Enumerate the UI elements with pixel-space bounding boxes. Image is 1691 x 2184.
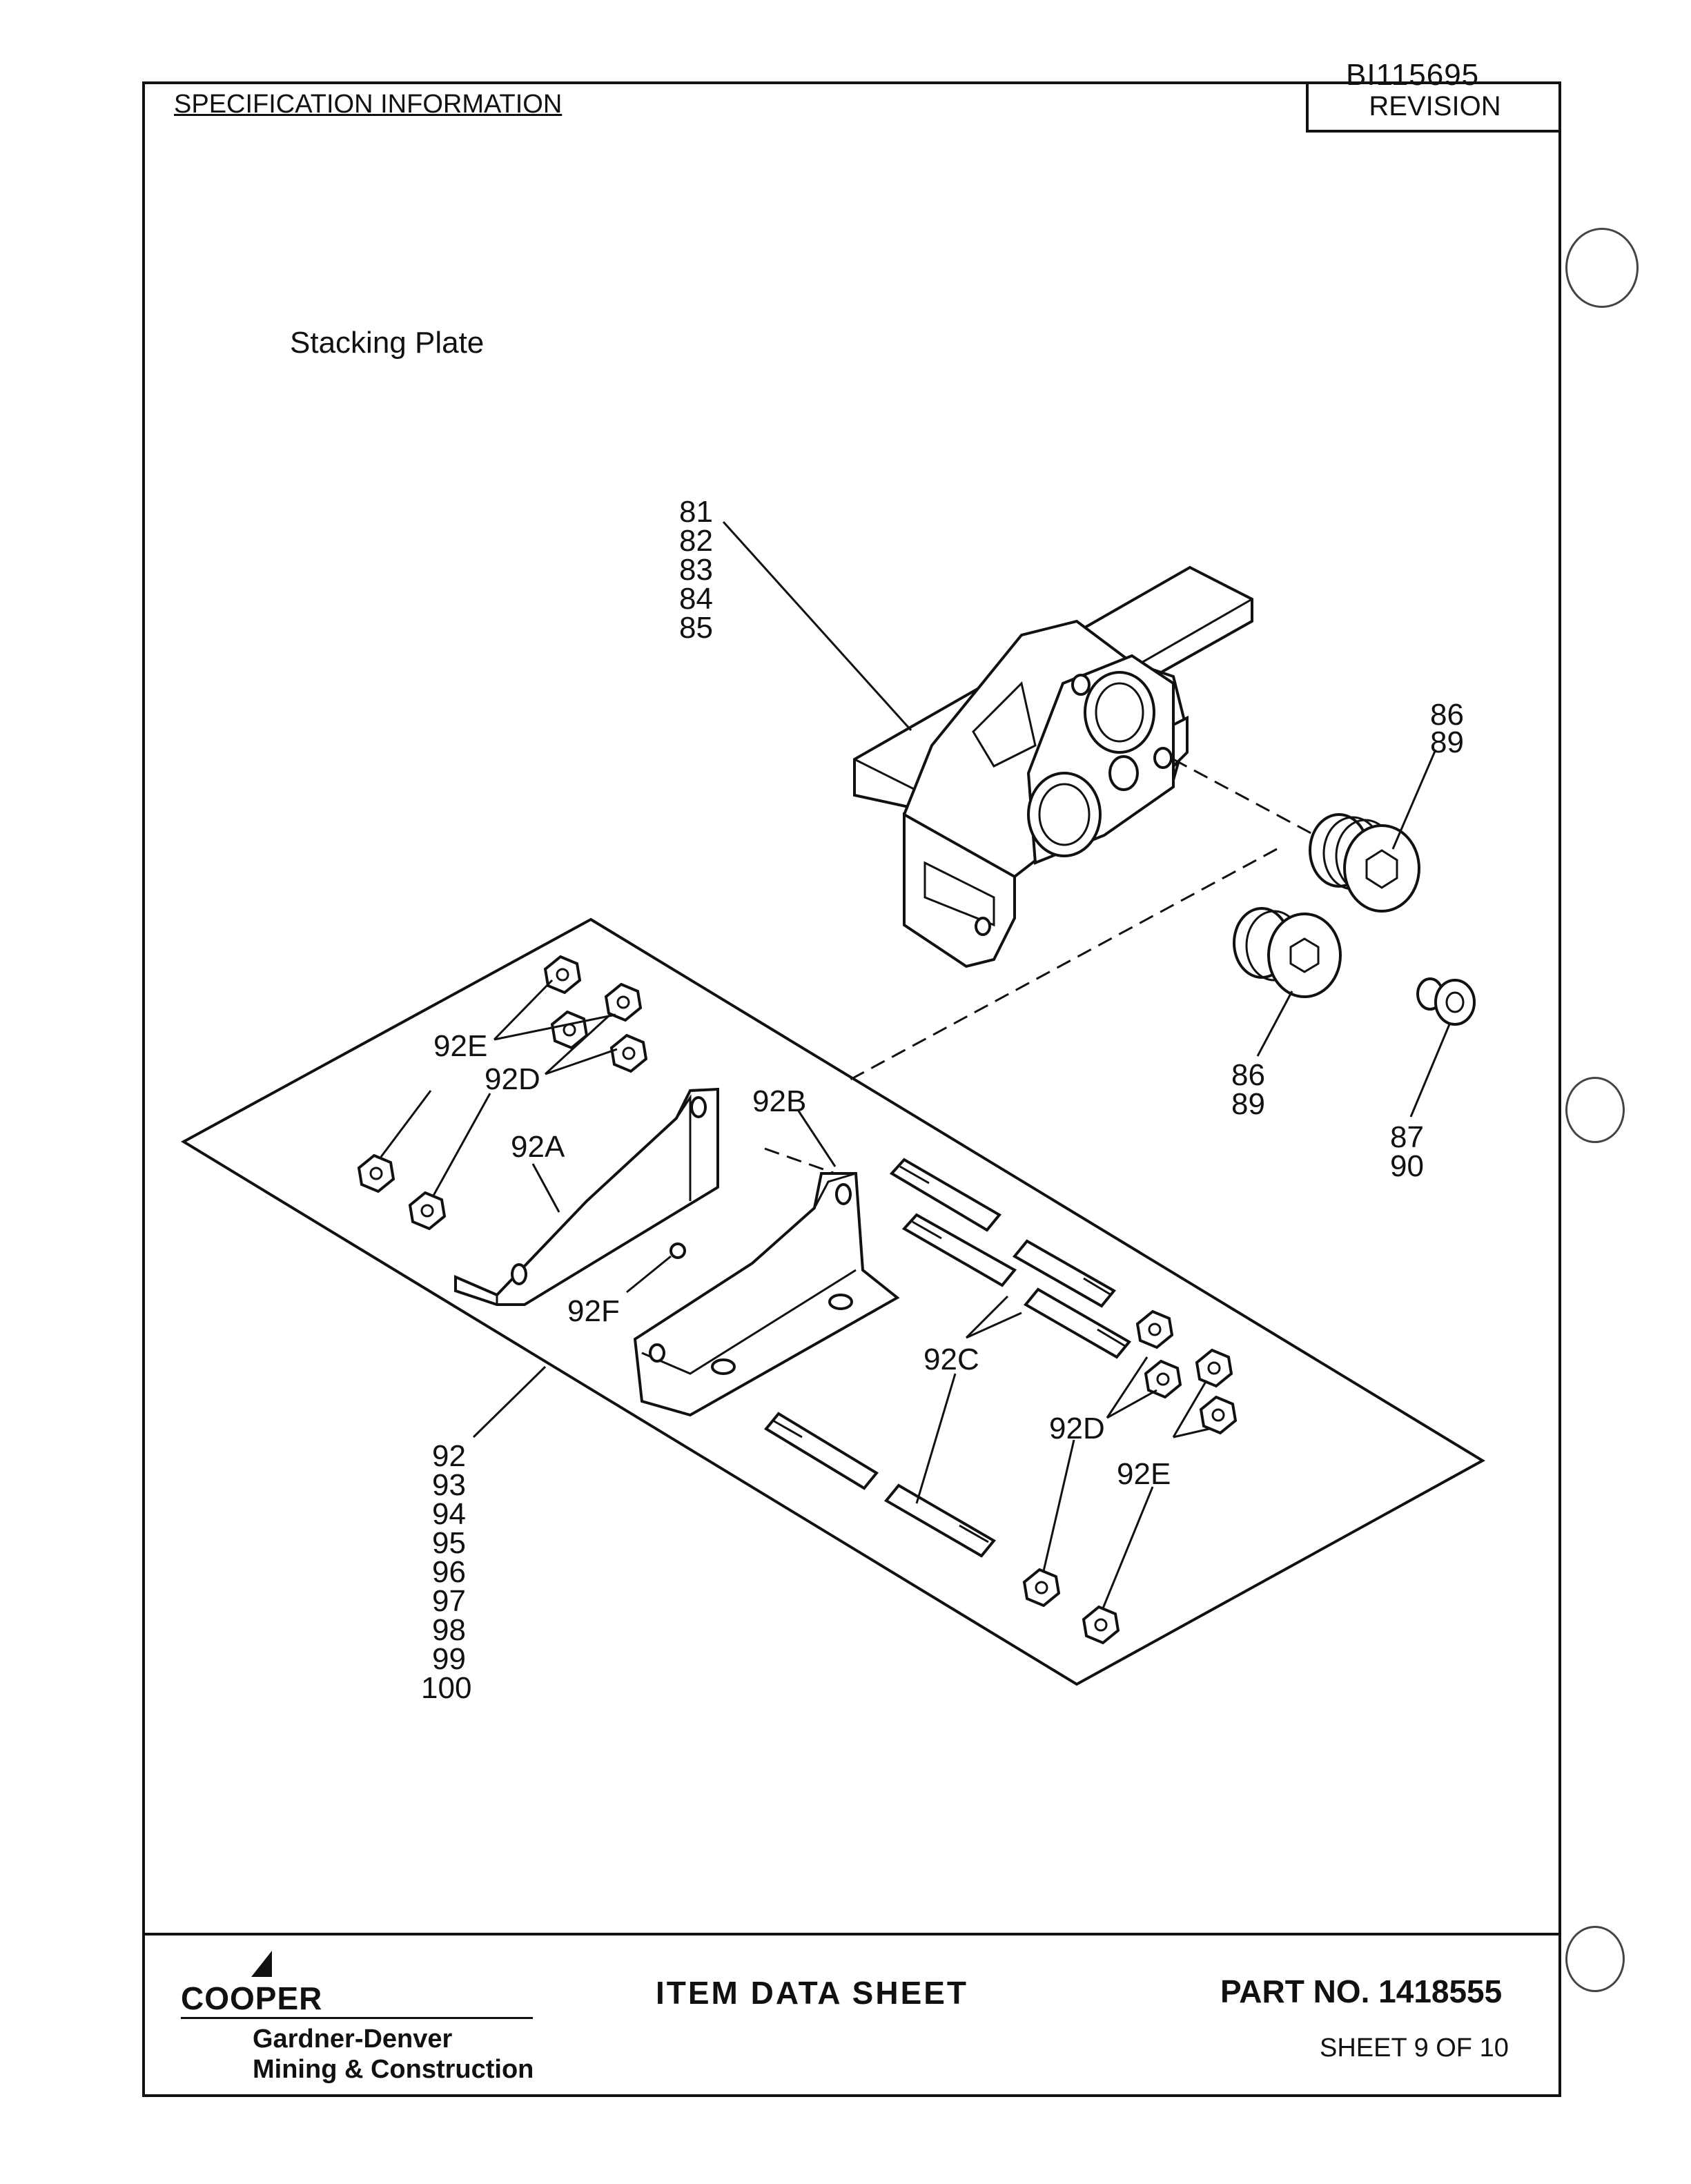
revision-box: REVISION bbox=[1306, 83, 1561, 133]
callout-97: 97 bbox=[432, 1584, 466, 1618]
callout-86-upper: 86 bbox=[1430, 698, 1464, 732]
callout-92c: 92C bbox=[923, 1343, 979, 1376]
punch-hole-top bbox=[1565, 228, 1639, 308]
callout-98: 98 bbox=[432, 1613, 466, 1647]
company-logo: COOPER bbox=[181, 1980, 323, 2016]
callout-92: 92 bbox=[432, 1439, 466, 1473]
callout-92a: 92A bbox=[511, 1130, 565, 1164]
division-line-2: Mining & Construction bbox=[253, 2055, 534, 2084]
division-name: Gardner-Denver Mining & Construction bbox=[253, 2024, 534, 2085]
callout-85: 85 bbox=[679, 611, 713, 645]
document-id: BI115695 bbox=[1346, 58, 1480, 92]
callout-82: 82 bbox=[679, 524, 713, 558]
callout-92d-left: 92D bbox=[485, 1062, 540, 1096]
callout-86-lower: 86 bbox=[1231, 1058, 1265, 1092]
callout-90: 90 bbox=[1390, 1149, 1424, 1183]
drawing-subject: Stacking Plate bbox=[290, 326, 485, 360]
callout-89-upper: 89 bbox=[1430, 725, 1464, 759]
studs-92c bbox=[763, 1158, 1132, 1558]
specification-title: SPECIFICATION INFORMATION bbox=[174, 90, 563, 119]
sheet-number: SHEET 9 OF 10 bbox=[1320, 2034, 1509, 2063]
callout-93: 93 bbox=[432, 1468, 466, 1502]
logo-underline bbox=[181, 2017, 533, 2019]
sheet-title: ITEM DATA SHEET bbox=[656, 1975, 969, 2011]
leader-lines bbox=[380, 520, 1451, 1609]
bracket-92b bbox=[633, 1172, 900, 1417]
hex-nuts bbox=[357, 955, 1238, 1645]
callout-99: 99 bbox=[432, 1642, 466, 1676]
callout-87: 87 bbox=[1390, 1120, 1424, 1154]
callout-94: 94 bbox=[432, 1497, 466, 1531]
callout-92e-left: 92E bbox=[433, 1029, 487, 1063]
callout-83: 83 bbox=[679, 553, 713, 587]
bracket-92a bbox=[454, 1087, 719, 1306]
revision-label: REVISION bbox=[1369, 90, 1501, 121]
callout-96: 96 bbox=[432, 1555, 466, 1589]
plug-lower bbox=[1233, 907, 1342, 998]
callout-92b: 92B bbox=[752, 1084, 806, 1118]
callout-labels: 81 82 83 84 85 86 89 86 89 87 90 92E 92D… bbox=[421, 495, 1464, 1705]
centerline-body-plug bbox=[1173, 758, 1316, 837]
centerline-92b bbox=[764, 1147, 836, 1175]
callout-81: 81 bbox=[679, 495, 713, 529]
callout-100: 100 bbox=[421, 1671, 471, 1705]
callout-92f: 92F bbox=[567, 1294, 620, 1328]
callout-92d-right: 92D bbox=[1049, 1412, 1105, 1445]
base-plate-outline bbox=[180, 917, 1485, 1686]
callout-84: 84 bbox=[679, 582, 713, 616]
callout-95: 95 bbox=[432, 1526, 466, 1560]
division-line-1: Gardner-Denver bbox=[253, 2025, 453, 2054]
cooper-logo-flag-icon bbox=[251, 1951, 272, 1977]
punch-hole-bottom bbox=[1565, 1926, 1625, 1992]
small-plug bbox=[1416, 977, 1476, 1026]
page-frame bbox=[142, 81, 1561, 2097]
stacking-plate-body bbox=[853, 565, 1253, 968]
centerline-body-plate bbox=[848, 848, 1278, 1082]
pin-92f bbox=[669, 1242, 686, 1259]
plug-upper bbox=[1309, 813, 1420, 913]
part-number: PART NO. 1418555 bbox=[1220, 1973, 1503, 2009]
punch-hole-middle bbox=[1565, 1077, 1625, 1143]
footer-divider bbox=[142, 1933, 1561, 1936]
callout-92e-right: 92E bbox=[1117, 1457, 1171, 1491]
callout-89-lower: 89 bbox=[1231, 1087, 1265, 1121]
